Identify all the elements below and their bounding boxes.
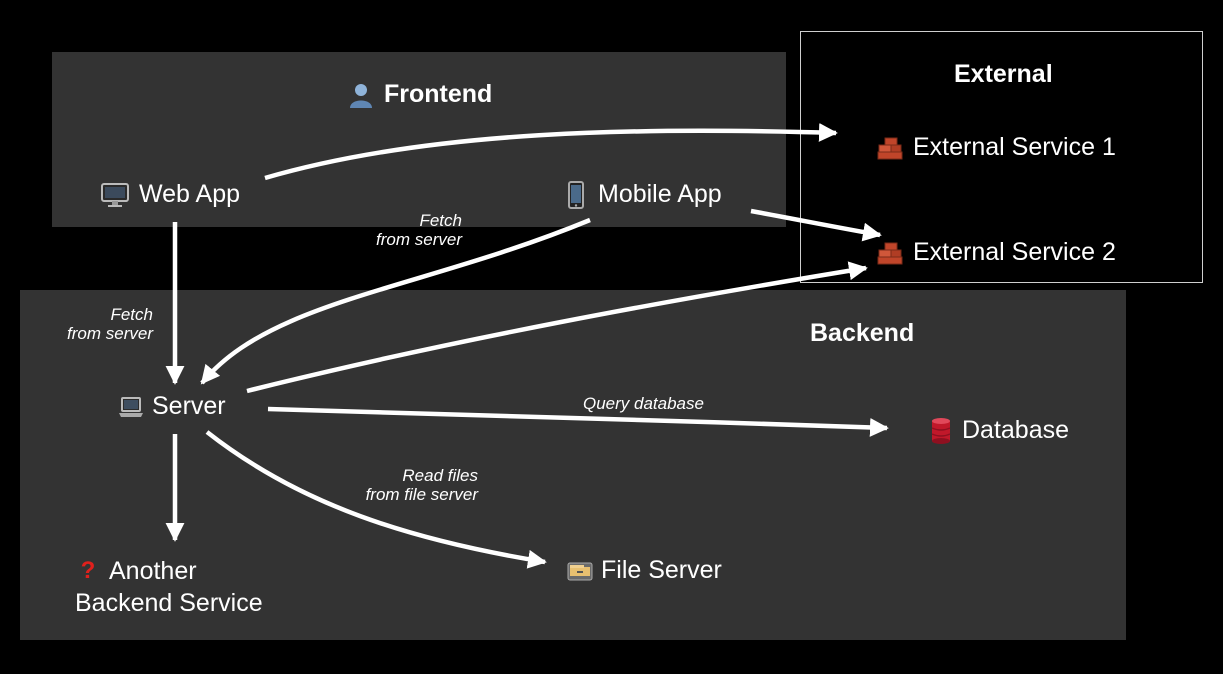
backend-title: Backend (810, 319, 915, 347)
node-web-app[interactable]: Web App (101, 180, 240, 209)
frontend-title: Frontend (348, 80, 492, 109)
node-mobile-app[interactable]: Mobile App (566, 180, 722, 209)
edge-label-web-fetch: Fetch from server (67, 305, 153, 343)
edge-server-fileserver (205, 430, 547, 569)
edge-label-read-files: Read files from file server (365, 466, 478, 504)
desktop-computer-icon (101, 182, 129, 208)
node-external-service-1[interactable]: External Service 1 (877, 133, 1116, 162)
edge-webapp-external1 (264, 123, 838, 181)
bricks-icon (877, 240, 903, 266)
backend-group (20, 290, 1126, 640)
bricks-icon (877, 135, 903, 161)
node-database[interactable]: Database (930, 416, 1069, 445)
edge-server-external2 (246, 261, 868, 394)
node-file-server[interactable]: File Server (567, 556, 722, 585)
laptop-icon (118, 395, 144, 419)
edge-label-query-database: Query database (583, 394, 704, 413)
edge-label-mobile-fetch: Fetch from server (376, 211, 462, 249)
user-icon (348, 82, 374, 108)
external-title: External (954, 60, 1053, 88)
node-another-backend-service[interactable]: ? Another Backend Service (75, 557, 263, 617)
mobile-phone-icon (566, 180, 586, 209)
node-external-service-2[interactable]: External Service 2 (877, 238, 1116, 267)
node-server[interactable]: Server (118, 392, 226, 421)
edge-mobile-server (200, 217, 591, 385)
edge-server-database (267, 406, 889, 437)
frontend-group (52, 52, 786, 227)
edge-mobile-external2 (750, 208, 882, 242)
database-icon (930, 417, 952, 445)
question-mark-icon: ? (80, 557, 96, 584)
file-cabinet-icon (567, 559, 593, 583)
